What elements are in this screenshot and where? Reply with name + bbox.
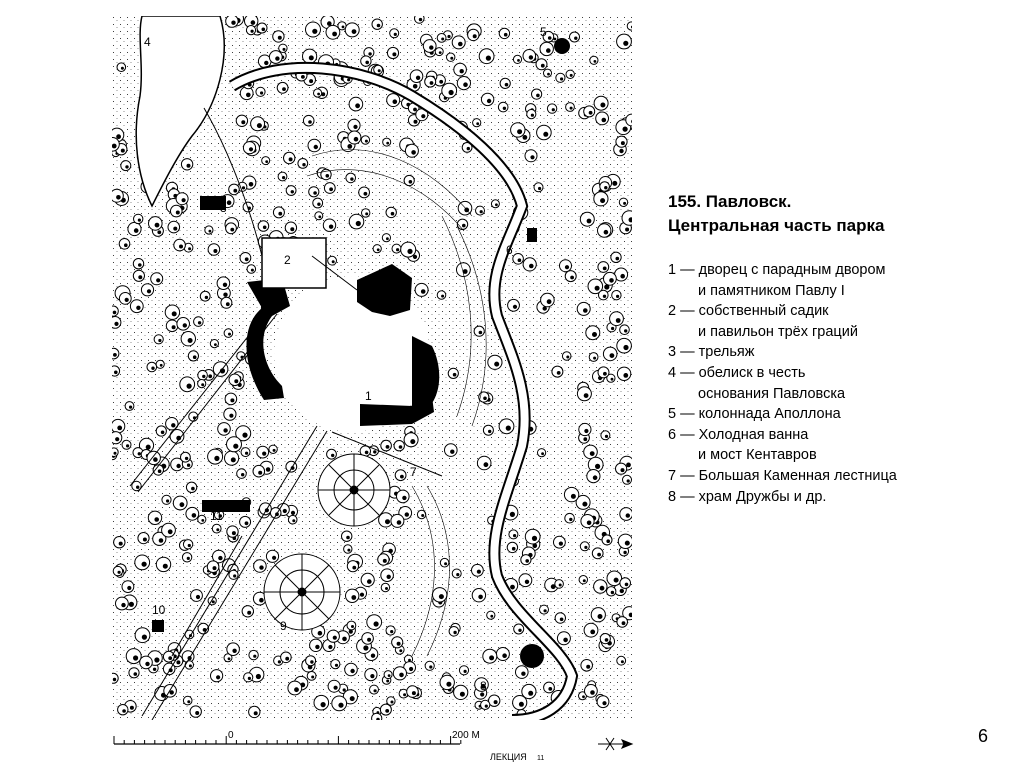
- legend-item-1-continuation: и памятником Павлу I: [698, 282, 845, 299]
- map-label-4: 4: [144, 35, 151, 49]
- map-label-1: 1: [365, 389, 372, 403]
- map-label-3: 3: [220, 201, 227, 215]
- map-label-6: 6: [506, 243, 513, 257]
- own-garden-plot: [261, 237, 327, 289]
- scale-end-label: 200 М: [452, 730, 480, 741]
- legend-item-4: 4 — обелиск в честь: [668, 364, 806, 381]
- legend-item-5: 5 — колоннада Аполлона: [668, 406, 841, 423]
- map-legend: 1 — дворец с парадным двором и памятником…: [668, 260, 1008, 507]
- park-alleys: [129, 107, 443, 720]
- legend-item-1: 1 — дворец с парадным двором: [668, 262, 886, 278]
- cold-bath-icon: [527, 228, 537, 242]
- temple-of-friendship-icon: [520, 644, 544, 668]
- trellis-icon: [200, 196, 226, 210]
- slide-title-line2: Центральная часть парка: [668, 216, 885, 235]
- map-label-7: 7: [410, 465, 417, 479]
- obelisk-area-icon: [202, 500, 250, 512]
- legend-item-2-continuation: и павильон трёх граций: [698, 323, 858, 340]
- palace-building: [246, 264, 440, 426]
- page-number: 6: [978, 726, 989, 746]
- north-arrow-icon: [598, 737, 634, 751]
- legend-item-6: 6 — Холодная ванна: [668, 426, 809, 443]
- colonnade-icon: [554, 38, 570, 54]
- legend-item-2: 2 — собственный садик: [668, 303, 829, 320]
- map-label-2: 2: [284, 253, 291, 267]
- map-label-10: 10: [152, 603, 166, 617]
- legend-item-8: 8 — храм Дружбы и др.: [668, 488, 827, 505]
- scale-start-label: 0: [228, 730, 234, 741]
- legend-item-4-continuation: основания Павловска: [698, 385, 846, 402]
- slide-title-line1: 155. Павловск.: [668, 192, 792, 211]
- scale-bar: 0 200 М ЛЕКЦИЯ 11: [113, 730, 634, 762]
- legend-item-6-continuation: и мост Кентавров: [698, 447, 817, 464]
- contour-lines: [306, 149, 487, 657]
- legend-item-3: 3 — трельяж: [668, 344, 755, 361]
- plaza-lower: [263, 553, 341, 631]
- legend-item-7: 7 — Большая Каменная лестница: [668, 467, 897, 484]
- lecture-footer-number: 11: [537, 755, 544, 762]
- lecture-footer: ЛЕКЦИЯ: [490, 752, 527, 762]
- map-label-11: 11: [210, 509, 223, 523]
- caption-block: 155. Павловск. Центральная часть парка 1…: [668, 190, 1008, 507]
- map-label-8: 8: [480, 679, 487, 693]
- pavilion-icon: [152, 620, 164, 632]
- map-label-9: 9: [280, 619, 287, 633]
- map-label-5: 5: [540, 25, 547, 39]
- pond: [135, 16, 225, 208]
- plaza-upper: [317, 453, 391, 527]
- park-plan-map: 4 5 3 2 6 1 7 11 9 10 8: [112, 16, 632, 720]
